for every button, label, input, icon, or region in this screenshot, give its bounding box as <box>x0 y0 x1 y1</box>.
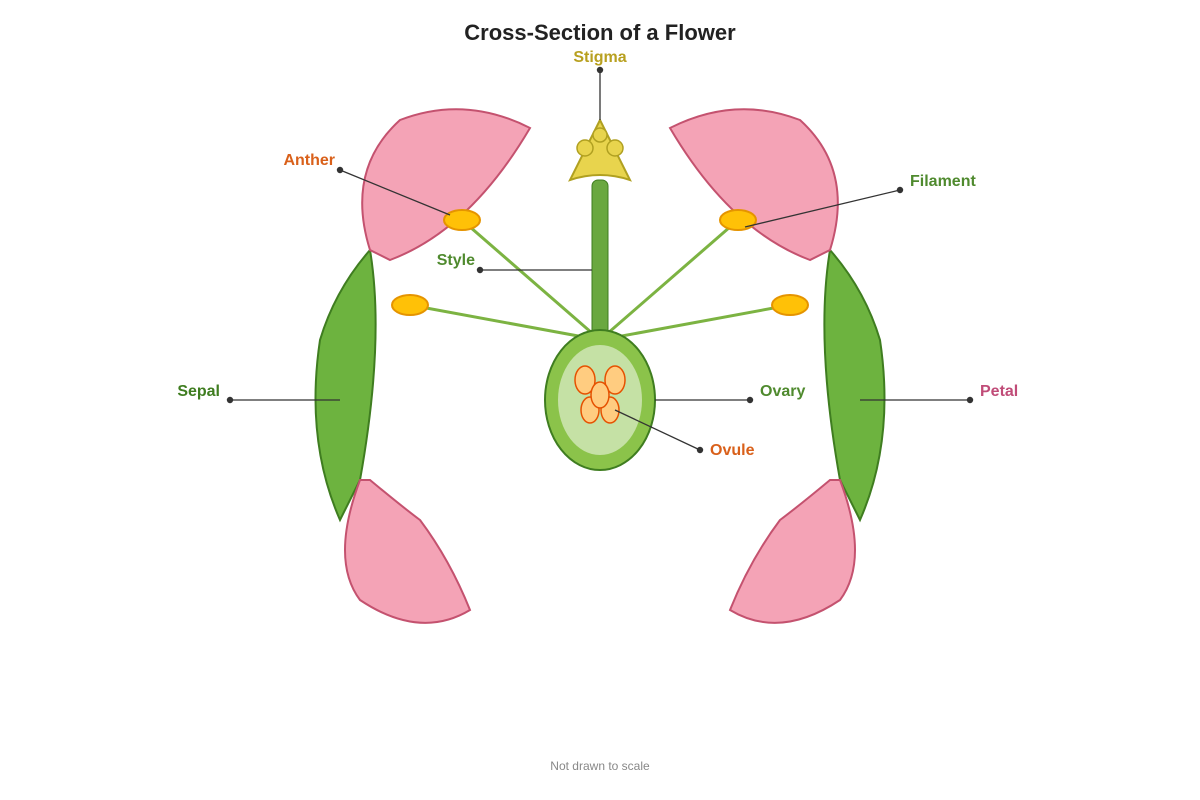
filament-upper-right <box>599 218 739 342</box>
anther-lower-left <box>391 294 429 316</box>
petal-lower-right <box>728 479 856 624</box>
petal-upper-left <box>361 108 532 262</box>
label-ovary: Ovary <box>760 383 805 400</box>
leader-stigma <box>596 66 604 120</box>
label-stigma: Stigma <box>573 49 626 66</box>
anther-upper-left <box>443 209 481 231</box>
leader-filament <box>744 186 904 228</box>
anther-lower-right <box>771 294 809 316</box>
stigma-lobe <box>606 139 624 157</box>
footnote: Not drawn to scale <box>550 759 650 773</box>
ovule <box>604 365 626 395</box>
label-petal: Petal <box>980 383 1018 400</box>
label-filament: Filament <box>910 173 976 190</box>
leader-ovary <box>655 396 754 404</box>
petal-lower-left <box>344 479 472 624</box>
leader-anther <box>336 166 451 216</box>
label-style: Style <box>437 252 475 269</box>
petal-upper-right <box>668 108 839 262</box>
label-sepal: Sepal <box>177 383 220 400</box>
anther-upper-right <box>719 209 757 231</box>
sepal-left <box>314 247 377 523</box>
leader-ovule <box>614 409 704 454</box>
diagram-title: Cross-Section of a Flower <box>464 20 736 45</box>
filament-lower-left <box>409 303 601 342</box>
stigma <box>568 117 632 182</box>
sepal-right <box>823 247 886 523</box>
stigma-lobe <box>576 139 594 157</box>
label-anther: Anther <box>283 152 335 169</box>
leader-style <box>476 266 592 274</box>
stigma-lobe <box>592 127 608 143</box>
style <box>591 179 609 341</box>
ovule <box>590 381 610 409</box>
leader-sepal <box>226 396 340 404</box>
ovule <box>574 365 596 395</box>
label-ovule: Ovule <box>710 442 755 459</box>
filament-upper-left <box>461 218 601 342</box>
filament-lower-right <box>599 303 791 342</box>
leader-petal <box>860 396 974 404</box>
